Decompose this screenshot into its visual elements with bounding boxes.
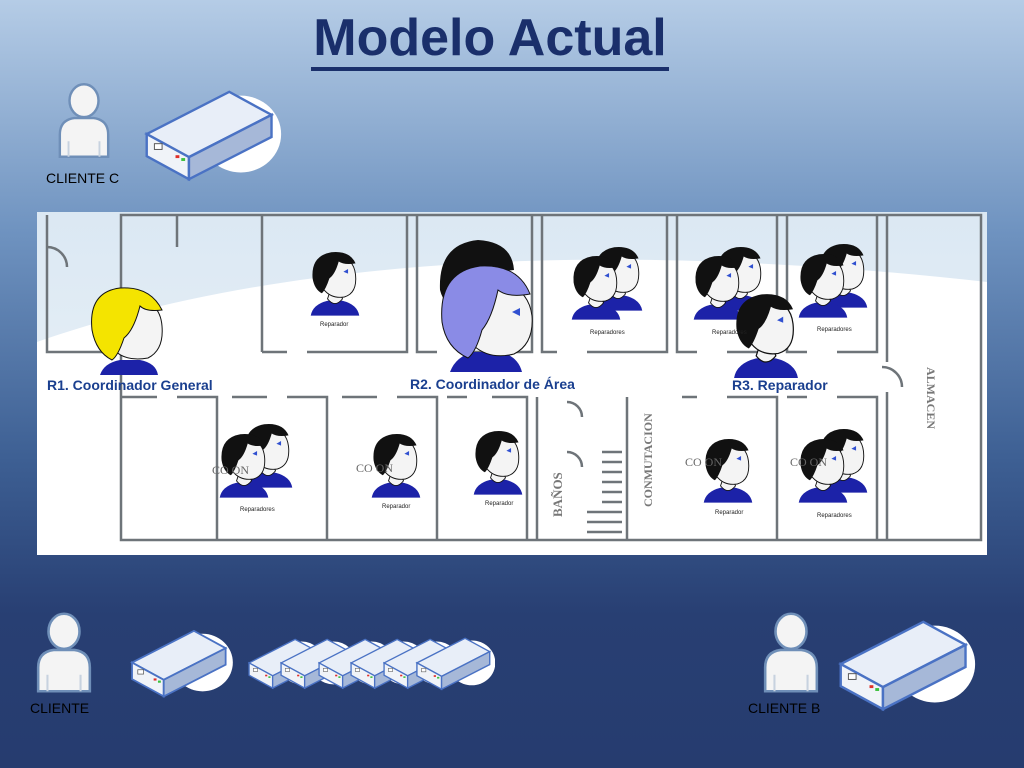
client-label: CLIENTE bbox=[30, 700, 90, 716]
server-icon bbox=[130, 629, 235, 698]
server-icon bbox=[839, 620, 976, 711]
server-icon bbox=[248, 638, 323, 689]
server-icon bbox=[350, 638, 425, 689]
server-icon bbox=[416, 637, 495, 690]
floor-plan: BAÑOS CONMUTACION ALMACEN bbox=[37, 212, 987, 555]
conmutacion-label: CONMUTACION bbox=[641, 413, 655, 507]
almacen-label: ALMACEN bbox=[924, 367, 938, 429]
server-icon bbox=[145, 90, 282, 181]
server-icon bbox=[280, 638, 355, 689]
user-icon bbox=[763, 612, 819, 693]
client-b-label: CLIENTE B bbox=[748, 700, 821, 716]
server-icon bbox=[383, 638, 458, 689]
page-title: Modelo Actual bbox=[0, 8, 980, 71]
client-c-label: CLIENTE C bbox=[46, 170, 120, 186]
user-icon bbox=[58, 82, 110, 158]
server-icon bbox=[318, 638, 393, 689]
banos-label: BAÑOS bbox=[550, 472, 565, 517]
user-icon bbox=[36, 612, 92, 693]
